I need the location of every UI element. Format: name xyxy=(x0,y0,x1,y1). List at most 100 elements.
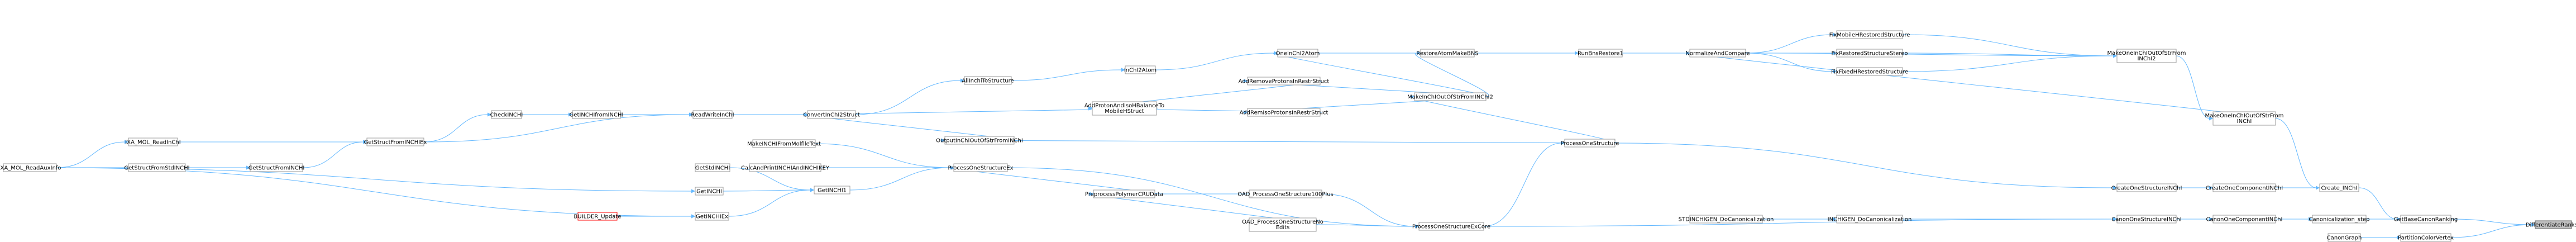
node-label: CanonOneComponentINChI xyxy=(2206,217,2282,223)
node-createonestructureinchi[interactable]: CreateOneStructureINChI xyxy=(2111,183,2182,192)
node-partitioncolorvertex[interactable]: PartitionColorVertex xyxy=(2398,233,2454,242)
node-label: BUILDER_Update xyxy=(574,214,622,220)
node-canonicalization-step[interactable]: Canonicalization_step xyxy=(2309,215,2370,224)
node-inchigen-docanonicalization[interactable]: INCHIGEN_DoCanonicalization xyxy=(1828,215,1912,224)
node-getstdinchi[interactable]: GetStdINCHI xyxy=(695,163,730,172)
edge xyxy=(849,167,951,191)
node-oneinchi2atom[interactable]: OneInChI2Atom xyxy=(1276,49,1320,58)
node-box xyxy=(3,163,57,172)
node-getstructfromstdinchi[interactable]: GetStructFromStdINCHI xyxy=(124,163,190,172)
node-restoreatommakebns[interactable]: RestoreAtomMakeBNS xyxy=(1416,49,1479,58)
node-canononestructureinchi[interactable]: CanonOneStructureINChI xyxy=(2111,215,2182,224)
node-box xyxy=(1414,92,1487,101)
node-preprocesspolymercrudata[interactable]: PreprocessPolymerCRUData xyxy=(1085,189,1163,198)
node-processonestructure[interactable]: ProcessOneStructure xyxy=(1561,139,1619,148)
node-label: STDINCHIGEN_DoCanonicalization xyxy=(1679,217,1774,223)
edge-arrowhead xyxy=(2531,222,2535,227)
node-label: INChI2 xyxy=(2137,56,2156,62)
node-getinchi[interactable]: GetINCHI xyxy=(695,187,724,196)
edge xyxy=(1686,53,2277,119)
node-processonestructureex[interactable]: ProcessOneStructureEx xyxy=(948,163,1014,172)
node-box xyxy=(2212,183,2276,192)
edge xyxy=(1483,143,1562,227)
edge xyxy=(1902,34,2114,56)
node-makeinchioutofstrfrominchi2[interactable]: MakeInChIOutOfStrFromINChI2 xyxy=(1407,92,1493,101)
node-canononecomponentinchi[interactable]: CanonOneComponentINChI xyxy=(2206,215,2283,224)
edge-arrowhead xyxy=(691,214,695,219)
node-convertinchi2struct[interactable]: ConvertInChI2Struct xyxy=(803,110,860,119)
edge-arrowhead xyxy=(2113,186,2117,190)
node-label: InChI2Atom xyxy=(1124,68,1156,74)
node-label: OAD_ProcessOneStructureNo xyxy=(1242,219,1323,225)
node-box xyxy=(1277,49,1318,58)
node-oad-processonestructure100plus[interactable]: OAD_ProcessOneStructure100Plus xyxy=(1237,189,1334,198)
edge xyxy=(1745,53,1834,72)
edge xyxy=(56,141,126,168)
node-create-inchi[interactable]: Create_INChI xyxy=(2319,183,2359,192)
node-getbasecanonranking[interactable]: GetBaseCanonRanking xyxy=(2394,215,2458,224)
node-box xyxy=(1689,49,1746,58)
node-label: GetStructFromStdINCHI xyxy=(124,165,189,172)
node-root[interactable]: DifferentiateRanks4 xyxy=(2526,220,2576,229)
node-label: INCHIGEN_DoCanonicalization xyxy=(1828,217,1912,223)
node-canongraph[interactable]: CanonGraph xyxy=(2327,233,2362,242)
node-checkinchi[interactable]: CheckINCHI xyxy=(490,110,523,119)
node-fixfixedhrestoredstructure[interactable]: FixFixedHRestoredStructure xyxy=(1831,67,1908,76)
node-box xyxy=(2400,215,2451,224)
node-createonecomponentinchi[interactable]: CreateOneComponentINChI xyxy=(2206,183,2283,192)
node-box xyxy=(2116,215,2177,224)
edge-arrowhead xyxy=(1417,51,1421,55)
node-inchi2atom[interactable]: InChI2Atom xyxy=(1124,65,1156,74)
node-builder-update[interactable]: BUILDER_Update xyxy=(574,212,622,221)
node-box xyxy=(814,186,850,194)
edge-arrowhead xyxy=(2309,217,2312,221)
edge xyxy=(1614,143,2114,188)
node-fixmobilehrestoredstructure[interactable]: FixMobileHRestoredStructure xyxy=(1829,30,1910,39)
node-box xyxy=(749,163,821,172)
node-calcandprintinchiandinchikey[interactable]: CalcAndPrintINCHIAndINCHIKEY xyxy=(741,163,830,172)
node-label: MakeInChIOutOfStrFromINChI2 xyxy=(1407,94,1493,101)
node-box xyxy=(1249,217,1317,232)
node-box xyxy=(2212,215,2276,224)
node-label: ReadWriteInChI xyxy=(691,112,734,118)
node-getstructfrominchi[interactable]: GetStructFromINCHI xyxy=(248,163,305,172)
node-box xyxy=(1418,222,1484,231)
node-outputinchioutofstrfrominchi[interactable]: OutputInChIOutOfStrFromINChI xyxy=(936,136,1023,145)
edge-layer xyxy=(56,32,2535,240)
edge-arrowhead xyxy=(2209,186,2213,190)
node-processonestructureexcore[interactable]: ProcessOneStructureExCore xyxy=(1412,222,1490,231)
edge xyxy=(56,167,692,217)
node-getinchi1[interactable]: GetINCHI1 xyxy=(814,186,850,194)
node-normalizeandcompare[interactable]: NormalizeAndCompare xyxy=(1685,49,1750,58)
node-box xyxy=(577,212,618,221)
node-getinchiex[interactable]: GetINCHIEx xyxy=(695,212,729,221)
edge xyxy=(2450,224,2532,238)
edge-arrowhead xyxy=(941,138,945,143)
node-box xyxy=(1093,189,1155,198)
node-getinchifrominchi[interactable]: GetINCHIfromINCHI xyxy=(570,110,624,119)
edge-arrowhead xyxy=(2316,186,2320,190)
edge xyxy=(2358,187,2398,220)
node-getstructfrominchiex[interactable]: GetStructFromINCHIEx xyxy=(364,137,427,146)
node-fixrestoredstructurestereo[interactable]: FixRestoredStructureStereo xyxy=(1831,49,1908,58)
node-box xyxy=(2400,233,2451,242)
node-box xyxy=(1247,77,1321,86)
node-ixa-mol-readauxinfo[interactable]: IXA_MOL_ReadAuxInfo xyxy=(0,163,61,172)
edge-arrowhead xyxy=(1561,141,1565,145)
node-ixa-mol-readinchi[interactable]: IXA_MOL_ReadInChI xyxy=(125,137,181,146)
node-makeinchifrommolfiletext[interactable]: MakeINCHIFromMolfileText xyxy=(747,139,821,148)
node-label: DifferentiateRanks4 xyxy=(2526,222,2576,229)
node-stdinchigen-docanonicalization[interactable]: STDINCHIGEN_DoCanonicalization xyxy=(1679,215,1774,224)
node-allinchitostructure[interactable]: AllInchiToStructure xyxy=(962,76,1014,85)
node-readwriteinchi[interactable]: ReadWriteInChI xyxy=(691,110,734,119)
edge-arrowhead xyxy=(1088,106,1092,111)
node-box xyxy=(1836,67,1903,76)
node-addremisoprotonsinrestrstruct[interactable]: AddRemIsoProtonsInRestrStruct xyxy=(1240,108,1328,117)
node-addremoveprotonsinrestrstruct[interactable]: AddRemoveProtonsInRestrStruct xyxy=(1239,77,1330,86)
node-runbnsrestore1[interactable]: RunBnsRestore1 xyxy=(1578,49,1623,58)
